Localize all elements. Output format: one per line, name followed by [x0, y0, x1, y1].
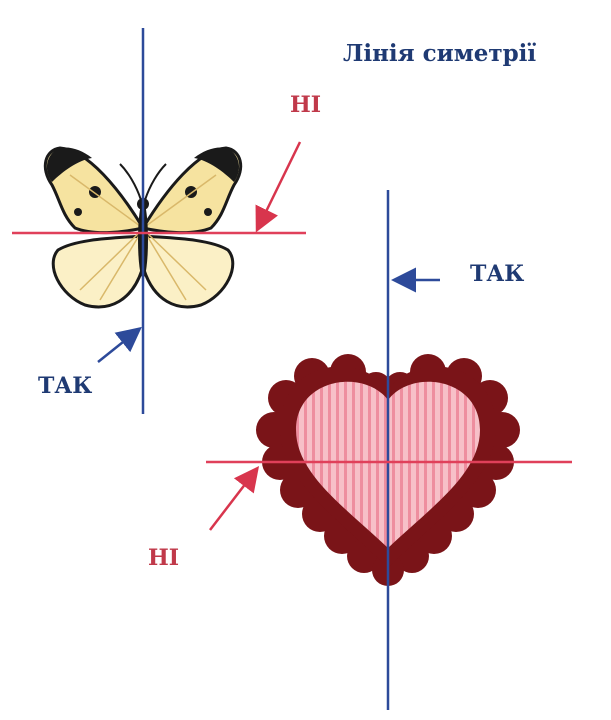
arrow-yes-butterfly	[98, 330, 138, 362]
label-yes-butterfly: ТАК	[38, 373, 92, 399]
label-yes-heart: ТАК	[470, 261, 524, 287]
arrow-no-butterfly	[258, 142, 300, 228]
label-no-heart: НІ	[148, 545, 179, 571]
arrow-no-heart	[210, 470, 256, 530]
butterfly-wing-lower-left	[53, 236, 142, 307]
butterfly-spot	[74, 208, 82, 216]
butterfly-wing-lower-right	[144, 236, 233, 307]
butterfly-spot	[204, 208, 212, 216]
label-no-butterfly: НІ	[290, 92, 321, 118]
diagram-title: Лінія симетрії	[343, 40, 536, 67]
